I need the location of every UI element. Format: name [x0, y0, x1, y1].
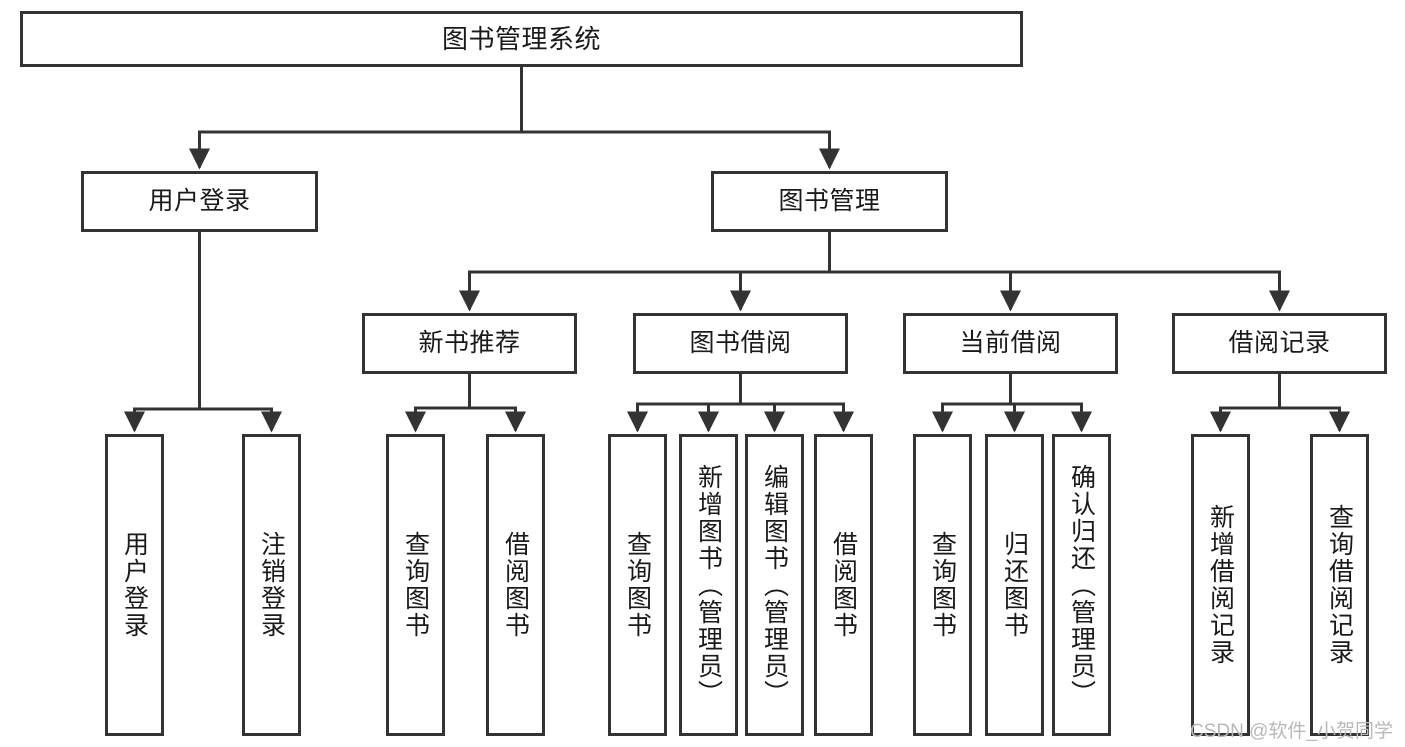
leaf-label-add-record: 新增借阅记录 [1206, 504, 1235, 666]
leaf-label-query-book-c: 查询图书 [928, 531, 957, 639]
csdn-watermark: CSDN @软件_小贺同学 [1190, 721, 1393, 742]
node-current-borrow[interactable]: 当前借阅 [903, 313, 1118, 374]
node-label-book-borrow: 图书借阅 [689, 329, 792, 357]
node-system-root[interactable]: 图书管理系统 [20, 11, 1023, 67]
leaf-label-return-book: 归还图书 [1000, 531, 1029, 639]
leaf-borrow-book[interactable]: 借阅图书 [814, 434, 873, 736]
leaf-edit-book-admin[interactable]: 编辑图书（管理员） [745, 434, 804, 736]
node-new-book-recommend[interactable]: 新书推荐 [362, 313, 577, 374]
leaf-query-book-recommend[interactable]: 查询图书 [386, 434, 445, 736]
node-label-book-manage: 图书管理 [778, 187, 881, 215]
node-label-user-login: 用户登录 [148, 187, 251, 215]
leaf-add-book-admin[interactable]: 新增图书（管理员） [679, 434, 738, 736]
leaf-label-edit-book: 编辑图书（管理员） [760, 463, 789, 707]
leaf-label-query-book-a: 查询图书 [401, 531, 430, 639]
node-label-borrow-record: 借阅记录 [1228, 329, 1331, 357]
node-book-borrow[interactable]: 图书借阅 [633, 313, 848, 374]
leaf-confirm-return-admin[interactable]: 确认归还（管理员） [1052, 434, 1111, 736]
leaf-user-logout[interactable]: 注销登录 [242, 434, 301, 736]
leaf-label-user-logout: 注销登录 [257, 531, 286, 639]
leaf-label-confirm-return: 确认归还（管理员） [1067, 463, 1096, 707]
leaf-query-book-borrow[interactable]: 查询图书 [608, 434, 667, 736]
leaf-user-login[interactable]: 用户登录 [105, 434, 164, 736]
leaf-return-book[interactable]: 归还图书 [985, 434, 1044, 736]
leaf-query-book-current[interactable]: 查询图书 [913, 434, 972, 736]
leaf-label-query-book-b: 查询图书 [623, 531, 652, 639]
node-label-root: 图书管理系统 [441, 24, 601, 54]
leaf-label-borrow-book-a: 借阅图书 [501, 531, 530, 639]
leaf-label-query-record: 查询借阅记录 [1325, 504, 1354, 666]
node-book-manage[interactable]: 图书管理 [711, 171, 948, 232]
leaf-query-borrow-record[interactable]: 查询借阅记录 [1310, 434, 1369, 736]
node-label-new-book-rec: 新书推荐 [418, 329, 521, 357]
node-user-login[interactable]: 用户登录 [81, 171, 318, 232]
leaf-borrow-book-recommend[interactable]: 借阅图书 [486, 434, 545, 736]
node-label-current-borrow: 当前借阅 [959, 329, 1062, 357]
leaf-label-user-login: 用户登录 [120, 531, 149, 639]
leaf-add-borrow-record[interactable]: 新增借阅记录 [1191, 434, 1250, 736]
leaf-label-add-book: 新增图书（管理员） [694, 463, 723, 707]
leaf-label-borrow-book-b: 借阅图书 [829, 531, 858, 639]
node-borrow-record[interactable]: 借阅记录 [1172, 313, 1387, 374]
